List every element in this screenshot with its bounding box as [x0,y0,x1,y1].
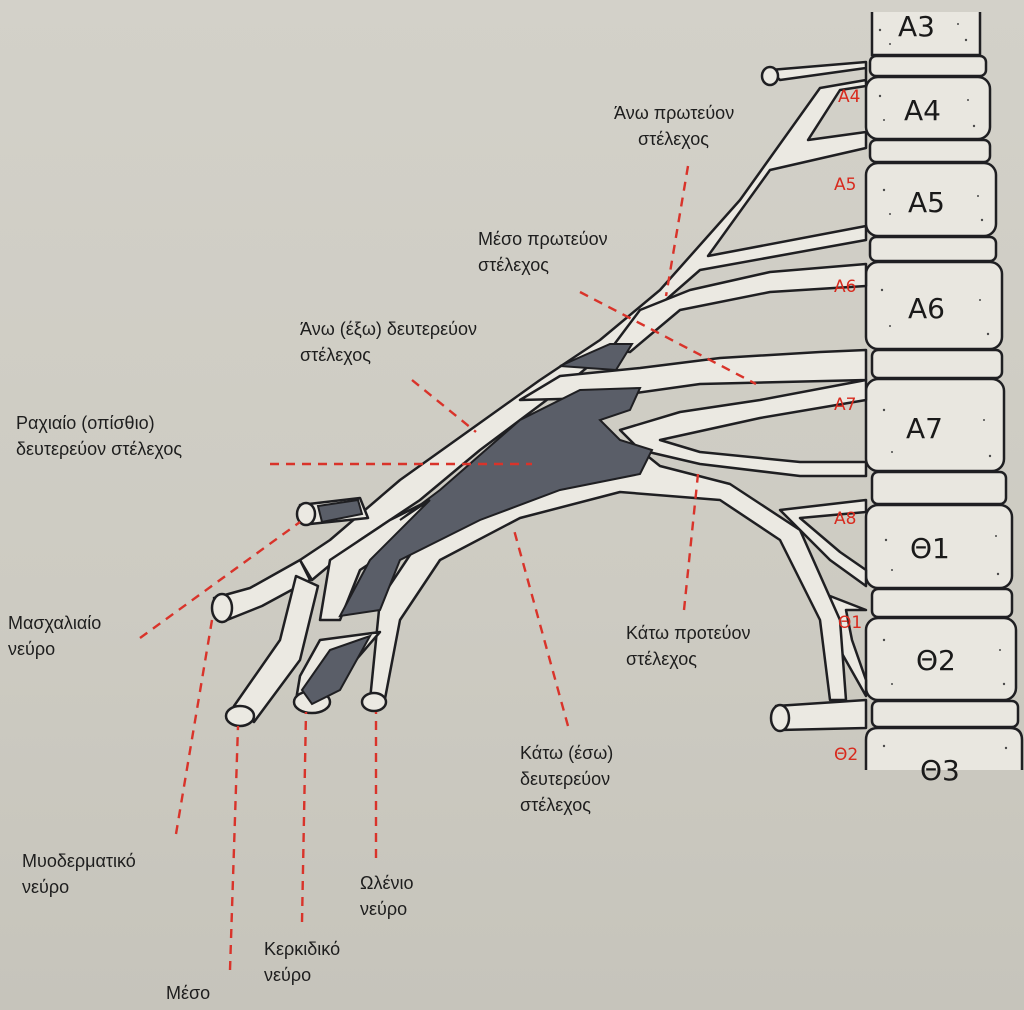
vertebra-a6-label: Α6 [908,292,945,325]
label-musculocutaneous-line1: Μυοδερματικό [22,851,136,871]
t2-lower-stump [769,703,791,733]
nerve-network [210,60,868,733]
label-upper-primary-line1: Άνω πρωτεύον [614,103,735,123]
ulnar-nerve-stump [360,691,388,713]
label-middle-primary-trunk: Μέσο πρωτεύον στέλεχος [478,226,608,278]
label-lower-secondary-trunk: Κάτω (έσω) δευτερεύον στέλεχος [520,740,613,818]
middle-trunk [518,348,868,402]
label-upper-secondary-trunk: Άνω (έξω) δευτερεύον στέλεχος [300,316,477,368]
vertebra-a5-label: Α5 [908,186,945,219]
label-posterior-secondary-trunk: Ραχιαίο (οπίσθιο) δευτερεύον στέλεχος [16,410,182,462]
musculocutaneous-nerve-end [224,704,256,728]
label-posterior-secondary-line2: δευτερεύον στέλεχος [16,439,183,459]
label-lower-primary-trunk: Κάτω προτεύον στέλεχος [626,620,751,672]
axillary-nerve-stump [295,501,317,527]
leader-lower-secondary [512,529,570,727]
vertebra-t3-body [864,726,1024,770]
leader-upper-secondary [411,379,477,433]
radial-nerve-shaded [300,634,373,706]
vertebra-t1-label: Θ1 [910,532,950,565]
label-lower-primary-line2: στέλεχος [626,649,697,669]
label-median-line1: Μέσο [166,983,211,1003]
label-musculocutaneous-nerve: Μυοδερματικό νεύρο [22,848,136,900]
label-lower-secondary-line2: δευτερεύον [520,769,611,789]
leader-upper-primary [664,165,690,297]
leader-radial [300,711,308,923]
label-lower-secondary-line3: στέλεχος [520,795,591,815]
disc-7 [870,699,1020,729]
root-a8-label: Α8 [834,509,856,529]
label-middle-primary-line1: Μέσο πρωτεύον [478,229,608,249]
vertebra-a7-label: Α7 [906,412,943,445]
root-a4-label: Α4 [838,87,860,107]
label-lower-secondary-line1: Κάτω (έσω) [520,743,614,763]
label-middle-primary-line2: στέλεχος [478,255,549,275]
vertebra-texture [878,23,1008,750]
label-posterior-secondary-line1: Ραχιαίο (οπίσθιο) [16,413,155,433]
posterior-cord-shaded [338,386,654,618]
disc-6 [870,587,1014,619]
label-axillary-nerve: Μασχαλιαίο νεύρο [8,610,101,662]
root-labels: Α4 Α5 Α6 Α7 Α8 Θ1 Θ2 [834,87,862,765]
disc-1 [868,54,988,78]
root-a7-label: Α7 [834,395,856,415]
axillary-nerve-end [210,592,234,624]
root-a5-label: Α5 [834,175,856,195]
leader-median [228,725,240,971]
a4-root-stump [760,65,780,87]
label-median-nerve: Μέσο [166,980,210,1006]
root-t2-label: Θ2 [834,745,858,765]
root-t1-label: Θ1 [838,613,862,633]
label-radial-line2: νεύρο [264,965,312,985]
vertebra-t3-label: Θ3 [920,754,960,787]
label-upper-primary-line2: στέλεχος [638,129,709,149]
label-lower-primary-line1: Κάτω προτεύον [626,623,751,643]
label-radial-line1: Κερκιδικό [264,939,341,959]
leader-middle-primary [579,290,757,386]
disc-5 [870,470,1008,506]
leader-axillary [139,521,301,639]
upper-secondary-shaded [559,343,634,372]
label-upper-primary-trunk: Άνω πρωτεύον στέλεχος [614,100,734,152]
disc-2 [868,138,992,164]
label-upper-secondary-line2: στέλεχος [300,345,371,365]
musculocutaneous-nerve [232,574,320,724]
label-ulnar-line1: Ωλένιο [360,873,414,893]
vertebra-a4-label: Α4 [904,94,941,127]
disc-3 [868,235,998,263]
label-axillary-line2: νεύρο [8,639,56,659]
leader-musculocutaneous [174,619,214,835]
label-ulnar-line2: νεύρο [360,899,408,919]
axillary-shaded [316,498,364,524]
root-a6-label: Α6 [834,277,856,297]
vertebra-t2-label: Θ2 [916,644,956,677]
leader-lower-primary [682,473,700,611]
disc-4 [870,348,1004,380]
a6-root [608,262,868,354]
spinal-column [864,12,1024,770]
label-upper-secondary-line1: Άνω (έξω) δευτερεύον [300,319,478,339]
label-radial-nerve: Κερκιδικό νεύρο [264,936,340,988]
vertebra-a3-label: Α3 [898,10,935,43]
label-musculocutaneous-line2: νεύρο [22,877,70,897]
leader-lines [139,165,757,971]
lower-trunk [618,378,868,478]
label-ulnar-nerve: Ωλένιο νεύρο [360,870,414,922]
vertebra-labels: Α3 Α4 Α5 Α6 Α7 Θ1 Θ2 Θ3 [898,10,960,787]
upper-trunk [298,60,868,582]
label-axillary-line1: Μασχαλιαίο [8,613,102,633]
